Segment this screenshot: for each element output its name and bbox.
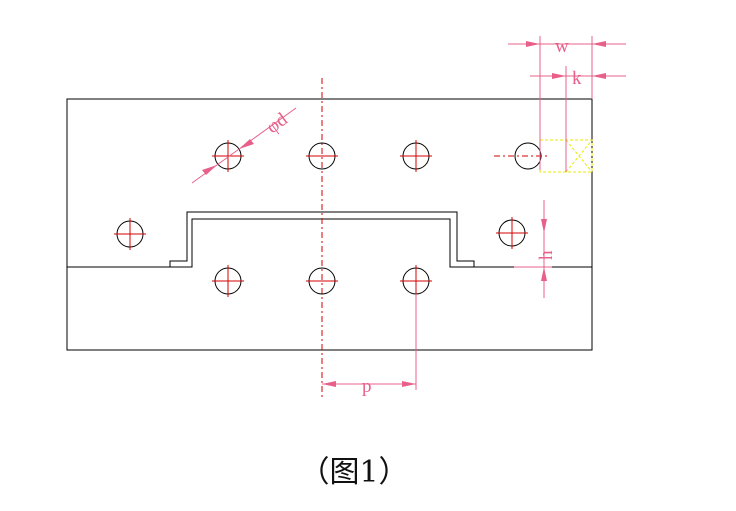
figure-caption: （图1） — [299, 455, 408, 490]
dimension-k-label: k — [572, 68, 582, 89]
dimension-h: h — [514, 200, 557, 298]
dimension-p: p — [322, 294, 417, 397]
hole-top-1 — [212, 140, 244, 172]
parting-line-profile — [67, 211, 592, 268]
hole-mid-right — [496, 217, 528, 249]
dimension-w: w — [508, 36, 626, 170]
hole-top-2 — [306, 142, 338, 170]
hole-bottom-2 — [306, 267, 338, 295]
dimension-p-label: p — [362, 376, 372, 397]
hole-bottom-3 — [400, 265, 432, 297]
dimension-diameter: φd — [191, 107, 297, 184]
plate-outline — [66, 98, 593, 351]
hole-top-4 — [494, 142, 548, 170]
hole-bottom-1 — [212, 265, 244, 297]
dimension-k: k — [530, 66, 626, 172]
dimension-h-label: h — [536, 250, 557, 260]
hole-mid-left — [114, 218, 146, 250]
hole-top-3 — [400, 140, 432, 172]
dimension-w-label: w — [555, 36, 569, 57]
dimension-diameter-label: φd — [263, 109, 292, 138]
